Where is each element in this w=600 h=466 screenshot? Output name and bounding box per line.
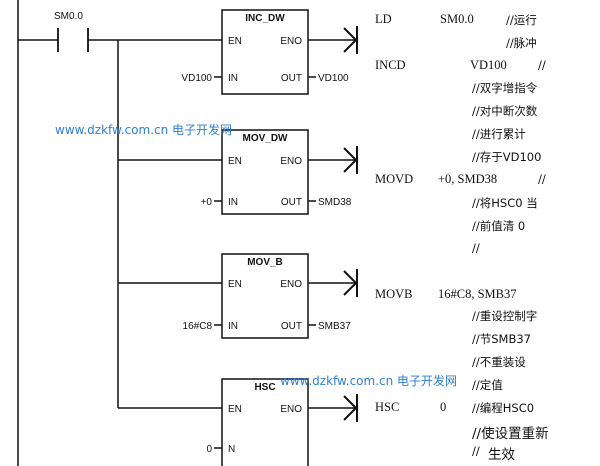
out-operand: VD100 [318,73,349,84]
block-mov-dw: MOV_DW EN ENO IN OUT [221,129,309,215]
block-mov-b: MOV_B EN ENO IN OUT [221,253,309,339]
pin-in: IN [228,73,238,84]
pin-n: N [228,444,235,455]
pin-en: EN [228,36,242,47]
watermark-text: 电子开发网 [172,123,233,137]
contact-label: SM0.0 [54,11,83,22]
output-arrow [343,269,358,297]
block-title: HSC [254,382,275,393]
watermark: www.dzkfw.com.cn 电子开发网 [55,121,232,138]
out-operand: SMD38 [318,197,352,208]
output-arrow [343,394,358,422]
output-arrow [343,146,358,174]
in-operand: +0 [201,197,213,208]
pin-en: EN [228,404,242,415]
pin-out: OUT [281,197,302,208]
pin-in: IN [228,321,238,332]
pin-eno: ENO [280,404,302,415]
watermark-url: www.dzkfw.com.cn [55,123,169,137]
output-arrow [343,26,358,54]
pin-eno: ENO [280,36,302,47]
watermark-url: www.dzkfw.com.cn [280,374,394,388]
watermark-text: 电子开发网 [397,374,458,388]
pin-in: IN [228,197,238,208]
block-hsc: HSC EN ENO N [221,378,309,466]
block-title: MOV_DW [243,133,289,144]
pin-out: OUT [281,73,302,84]
pin-eno: ENO [280,279,302,290]
in-operand: 0 [206,444,212,455]
pin-en: EN [228,279,242,290]
normally-open-contact [57,28,89,52]
pin-out: OUT [281,321,302,332]
in-operand: 16#C8 [183,321,213,332]
block-title: INC_DW [245,13,285,24]
block-inc-dw: INC_DW EN ENO IN OUT [221,9,309,95]
out-operand: SMB37 [318,321,351,332]
pin-en: EN [228,156,242,167]
block-title: MOV_B [247,257,283,268]
pin-eno: ENO [280,156,302,167]
in-operand: VD100 [181,73,212,84]
watermark: www.dzkfw.com.cn 电子开发网 [280,372,457,389]
